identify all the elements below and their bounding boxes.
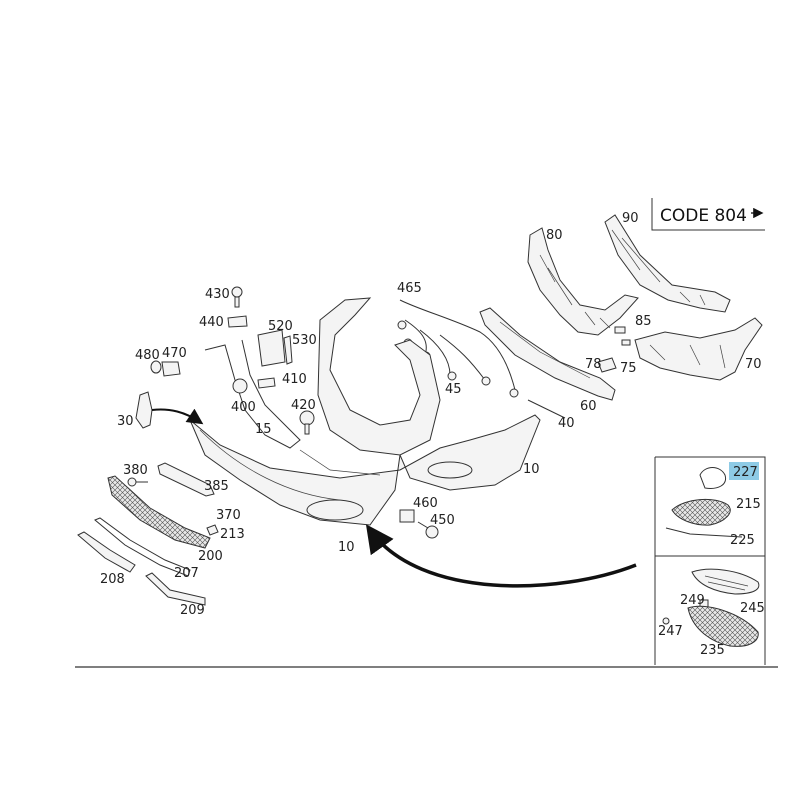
label-440: 440 xyxy=(199,315,224,330)
part-460-450-fasteners xyxy=(399,509,439,539)
label-85: 85 xyxy=(635,314,652,329)
tow-cover-arrow xyxy=(151,408,204,425)
code-804-box: CODE 804 xyxy=(651,198,765,231)
highlight-227 xyxy=(729,462,759,480)
label-215: 215 xyxy=(736,497,761,512)
label-249: 249 xyxy=(680,593,705,608)
part-200-grille xyxy=(107,475,211,549)
label-370: 370 xyxy=(216,508,241,523)
part-85-bolts xyxy=(614,326,631,346)
label-213: 213 xyxy=(220,527,245,542)
part-15-trim xyxy=(204,339,301,449)
label-520: 520 xyxy=(268,319,293,334)
part-520-530-sensor xyxy=(257,329,293,367)
part-90-carrier xyxy=(604,214,731,313)
part-70-bracket xyxy=(634,317,763,381)
part-60-crossmember xyxy=(479,307,616,401)
label-10-right: 10 xyxy=(523,462,540,477)
label-235: 235 xyxy=(700,643,725,658)
part-30-tow-cover xyxy=(135,391,153,429)
label-45: 45 xyxy=(445,382,462,397)
inset-1-parts xyxy=(665,467,743,538)
inset-pointer-arrow xyxy=(365,524,637,588)
label-465: 465 xyxy=(397,281,422,296)
part-208-strip xyxy=(77,531,136,573)
label-75: 75 xyxy=(620,361,637,376)
part-400-410-420-fasteners xyxy=(232,377,315,435)
code-label: CODE 804 xyxy=(660,206,747,226)
label-10-bottom: 10 xyxy=(338,540,355,555)
part-40-strip xyxy=(527,399,566,419)
label-247: 247 xyxy=(658,624,683,639)
label-380: 380 xyxy=(123,463,148,478)
label-225: 225 xyxy=(730,533,755,548)
label-200: 200 xyxy=(198,549,223,564)
part-385-bracket xyxy=(157,462,215,497)
label-410: 410 xyxy=(282,372,307,387)
label-470: 470 xyxy=(162,346,187,361)
label-80: 80 xyxy=(546,228,563,243)
label-420: 420 xyxy=(291,398,316,413)
label-40: 40 xyxy=(558,416,575,431)
label-78: 78 xyxy=(585,357,602,372)
label-207: 207 xyxy=(174,566,199,581)
label-480: 480 xyxy=(135,348,160,363)
label-70: 70 xyxy=(745,357,762,372)
label-460: 460 xyxy=(413,496,438,511)
label-227: 227 xyxy=(733,465,758,480)
label-15: 15 xyxy=(255,422,272,437)
part-207-strip xyxy=(94,517,191,577)
callout-labels: 90 80 85 70 75 78 60 40 465 45 430 440 5… xyxy=(100,211,765,658)
part-10-bumper xyxy=(189,297,541,526)
part-430-440-fasteners xyxy=(227,286,248,328)
label-400: 400 xyxy=(231,400,256,415)
label-530: 530 xyxy=(292,333,317,348)
label-430: 430 xyxy=(205,287,230,302)
label-245: 245 xyxy=(740,601,765,616)
label-90: 90 xyxy=(622,211,639,226)
label-209: 209 xyxy=(180,603,205,618)
part-480-470-sensors xyxy=(150,360,181,377)
inset-panels xyxy=(654,456,766,665)
label-450: 450 xyxy=(430,513,455,528)
part-80-carrier xyxy=(527,227,639,336)
part-380-213-fasteners xyxy=(127,477,219,536)
inset-2-parts xyxy=(662,568,760,647)
label-30: 30 xyxy=(117,414,134,429)
label-60: 60 xyxy=(580,399,597,414)
part-209-strip xyxy=(145,572,206,606)
label-208: 208 xyxy=(100,572,125,587)
label-385: 385 xyxy=(204,479,229,494)
